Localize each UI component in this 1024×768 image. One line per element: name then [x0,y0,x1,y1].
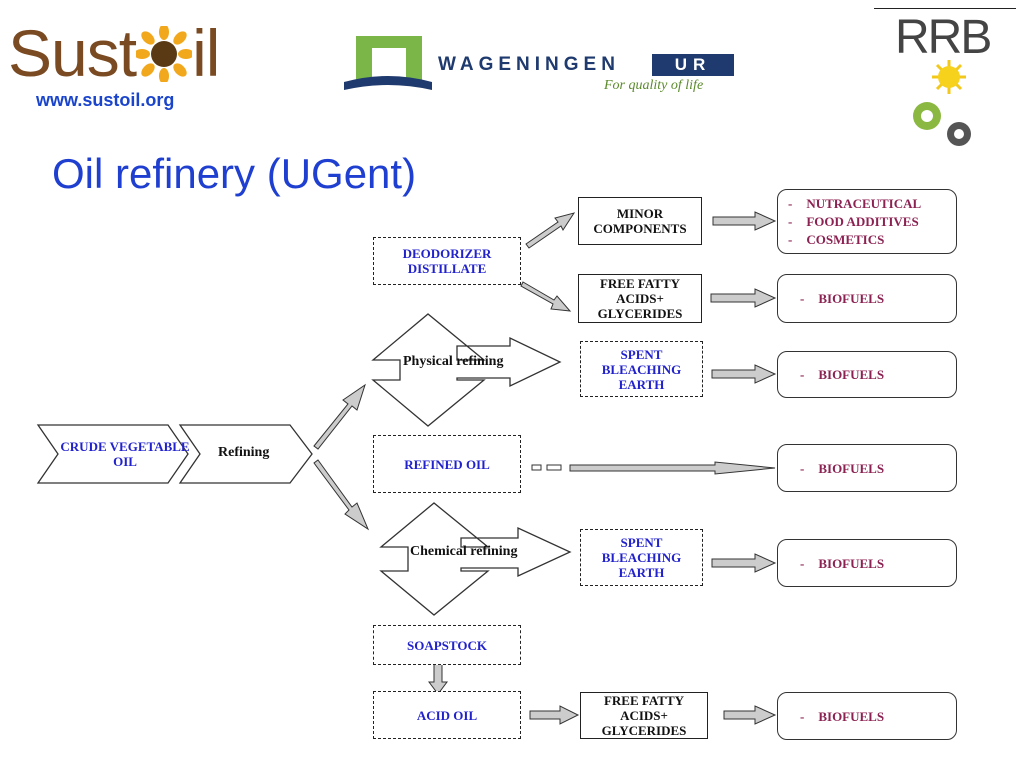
spent-bleaching-earth-box-1: SPENT BLEACHING EARTH [580,341,703,397]
chemical-refining-arrow [379,502,572,616]
spent-bleaching-earth-box-2: SPENT BLEACHING EARTH [580,529,703,586]
arrow-to-physical [313,383,366,450]
arrow-ffa-to-biofuels-1 [710,288,777,308]
rrb-divider [874,8,1016,9]
wageningen-ur-badge: UR [652,54,734,76]
refined-oil-box: REFINED OIL [373,435,521,493]
arrow-sbe-to-biofuels-1 [711,364,777,384]
crude-oil-chevron [36,424,189,484]
dash-text: - [800,555,805,571]
arrow-to-minor-components [525,212,576,249]
arrow-soapstock-to-acid-oil [428,663,448,695]
biofuels-label: BIOFUELS [818,367,885,382]
biofuels-box-1: -BIOFUELS [777,274,957,323]
arrow-refined-oil-to-biofuels [569,461,776,475]
wageningen-logo-icon [344,36,432,90]
dash-mark-1 [531,464,542,471]
biofuels-label: BIOFUELS [818,291,885,306]
use-row-1: -NUTRACEUTICAL [788,195,921,213]
ffa-glycerides-box-2: FREE FATTY ACIDS+ GLYCERIDES [580,692,708,739]
sunflower-icon [136,26,193,82]
arrow-to-ffa-glycerides [520,281,572,312]
deodorizer-distillate-box: DEODORIZER DISTILLATE [373,237,521,285]
sustoil-logo: Sust il [8,16,220,90]
dash-text: - [800,708,805,724]
page-title: Oil refinery (UGent) [52,150,417,197]
use-item-nutraceutical: NUTRACEUTICAL [806,195,922,211]
refining-label: Refining [218,445,270,460]
biofuels-box-4: -BIOFUELS [777,539,957,587]
dash-text: - [800,460,805,476]
biofuels-label: BIOFUELS [818,555,885,571]
arrow-sbe-to-biofuels-2 [711,553,777,573]
acid-oil-box: ACID OIL [373,691,521,739]
ffa-glycerides-box-1: FREE FATTY ACIDS+ GLYCERIDES [578,274,702,323]
use-row-3: -COSMETICS [788,231,884,249]
sustoil-logo-text-left: Sust [8,16,137,90]
wageningen-logo-text: WAGENINGEN [438,54,620,75]
dash-text: - [788,195,793,211]
crude-oil-label: CRUDE VEGETABLE OIL [60,439,190,469]
wageningen-tagline: For quality of life [604,78,704,93]
dash-text: - [788,213,793,229]
refining-chevron [178,424,313,484]
sustoil-url[interactable]: www.sustoil.org [36,90,175,110]
sustoil-logo-text-right: il [192,16,220,90]
minor-components-box: MINOR COMPONENTS [578,197,702,245]
biofuels-label: BIOFUELS [818,708,885,724]
arrow-ffa-to-biofuels-2 [723,705,777,725]
dash-text: - [800,367,805,382]
arrow-acid-oil-to-ffa [529,705,580,725]
arrow-to-chemical [313,459,370,531]
physical-refining-label: Physical refining [403,354,504,369]
rrb-logo-text: RRB [895,11,992,64]
uses-box: -NUTRACEUTICAL -FOOD ADDITIVES -COSMETIC… [777,189,957,254]
biofuels-box-5: -BIOFUELS [777,692,957,740]
soapstock-box: SOAPSTOCK [373,625,521,665]
chemical-refining-label: Chemical refining [410,544,518,559]
biofuels-box-2: -BIOFUELS [777,351,957,398]
biofuels-label: BIOFUELS [818,460,885,476]
arrow-minor-to-uses [712,211,777,231]
dash-text: - [788,231,793,247]
use-item-food-additives: FOOD ADDITIVES [806,213,919,229]
dash-mark-2 [546,464,562,471]
biofuels-box-3: -BIOFUELS [777,444,957,492]
physical-refining-arrow [371,313,562,427]
dash-text: - [800,291,805,306]
use-item-cosmetics: COSMETICS [806,231,885,247]
rrb-gears-icon [913,60,971,146]
use-row-2: -FOOD ADDITIVES [788,213,919,231]
